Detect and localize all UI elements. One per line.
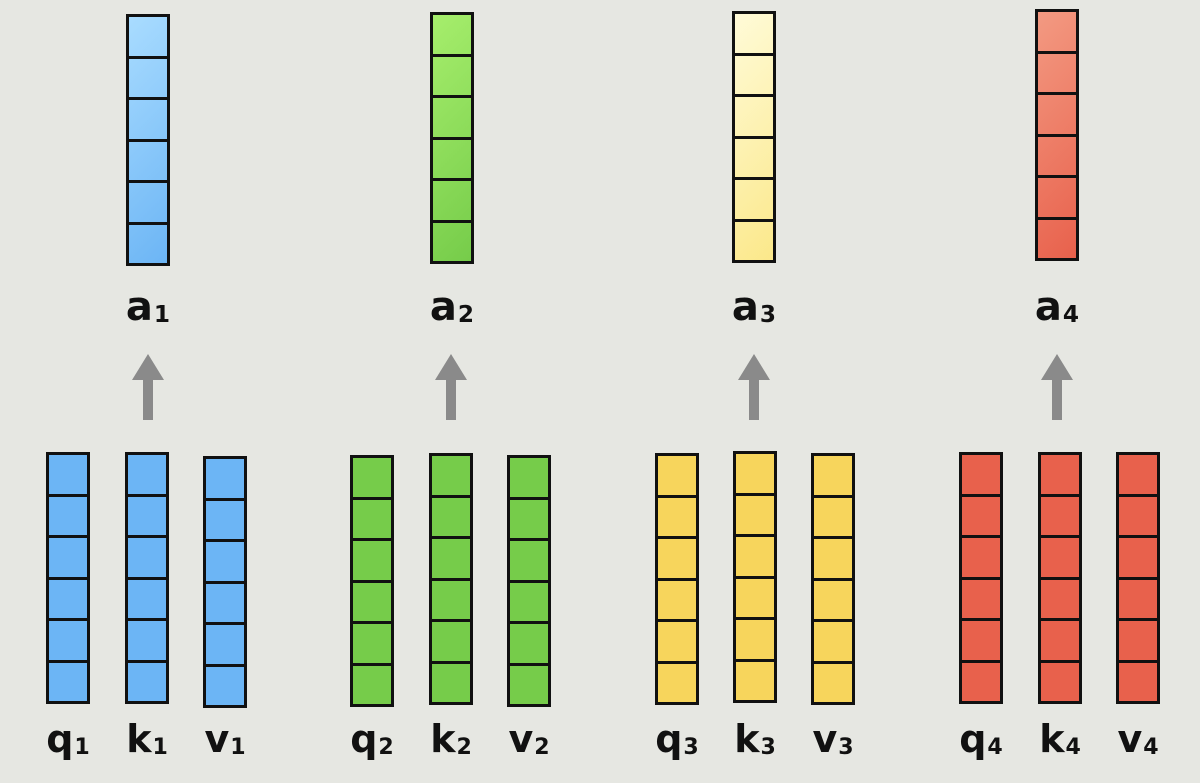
vector-label-q3: q3 xyxy=(655,717,699,761)
value-vector-v2 xyxy=(507,455,551,707)
key-vector-k4 xyxy=(1038,452,1082,704)
output-label-a2: a2 xyxy=(429,284,475,330)
up-arrow-icon xyxy=(1041,354,1073,420)
vector-label-q4: q4 xyxy=(959,717,1003,761)
query-vector-q2 xyxy=(350,455,394,707)
vector-label-k2: k2 xyxy=(430,717,472,761)
output-label-a1: a1 xyxy=(125,284,171,330)
vector-label-k3: k3 xyxy=(734,717,776,761)
key-vector-k1 xyxy=(125,452,169,704)
up-arrow-icon xyxy=(738,354,770,420)
vector-label-v3: v3 xyxy=(812,717,854,761)
key-vector-k2 xyxy=(429,453,473,705)
vector-label-k4: k4 xyxy=(1039,717,1081,761)
value-vector-v4 xyxy=(1116,452,1160,704)
up-arrow-icon xyxy=(435,354,467,420)
query-vector-q1 xyxy=(46,452,90,704)
output-label-a3: a3 xyxy=(731,284,777,330)
vector-label-k1: k1 xyxy=(126,717,168,761)
query-vector-q3 xyxy=(655,453,699,705)
up-arrow-icon xyxy=(132,354,164,420)
output-vector-a2 xyxy=(430,12,474,264)
value-vector-v1 xyxy=(203,456,247,708)
output-vector-a3 xyxy=(732,11,776,263)
vector-label-v2: v2 xyxy=(508,717,550,761)
output-label-a4: a4 xyxy=(1034,284,1080,330)
vector-label-v4: v4 xyxy=(1117,717,1159,761)
output-vector-a4 xyxy=(1035,9,1079,261)
query-vector-q4 xyxy=(959,452,1003,704)
key-vector-k3 xyxy=(733,451,777,703)
vector-label-q1: q1 xyxy=(46,717,90,761)
vector-label-v1: v1 xyxy=(204,717,246,761)
output-vector-a1 xyxy=(126,14,170,266)
vector-label-q2: q2 xyxy=(350,717,394,761)
value-vector-v3 xyxy=(811,453,855,705)
